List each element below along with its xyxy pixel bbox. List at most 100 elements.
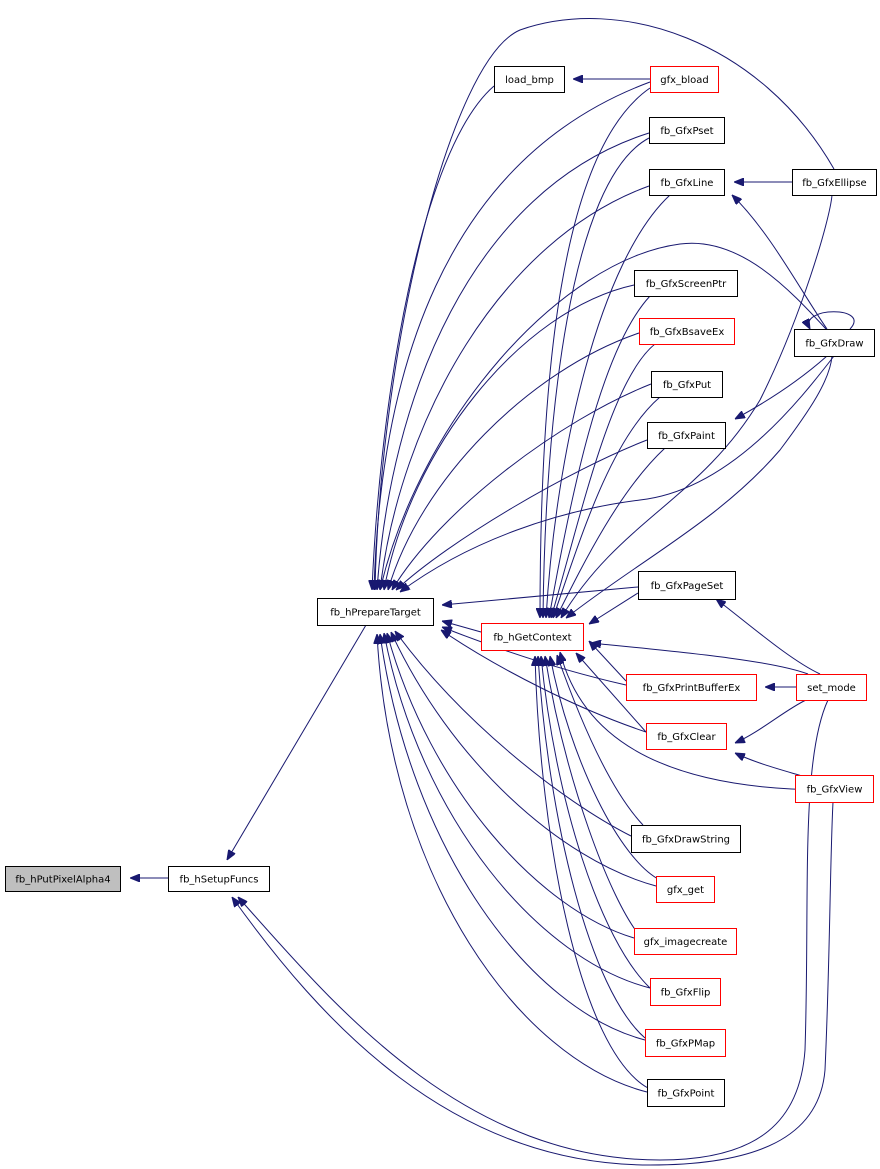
edge-pset-getcontext-line (543, 137, 650, 618)
edge-screenptr-getcontext-line (549, 295, 651, 618)
edge-pageset-getcontext (589, 592, 639, 624)
edge-paint-getcontext (556, 447, 666, 618)
edge-point-preparetarget-line (377, 634, 648, 1093)
edge-flip-getcontext (541, 656, 651, 989)
node-point[interactable]: fb_GfxPoint (647, 1079, 725, 1107)
node-clear[interactable]: fb_GfxClear (646, 723, 727, 750)
edge-paint-preparetarget (396, 439, 648, 590)
edge-imagecreate-getcontext (545, 656, 641, 937)
edge-draw-line (732, 195, 828, 330)
node-pmap-box (645, 1029, 726, 1057)
node-drawstring-label: fb_GfxDrawString (642, 835, 730, 846)
edge-printbufferex-preparetarget-line (442, 627, 627, 686)
node-point-box (647, 1079, 725, 1107)
edge-gfxget-getcontext-line (550, 656, 661, 881)
edge-pset-preparetarget-line (377, 132, 650, 590)
edge-drawstring-preparetarget (395, 631, 632, 837)
node-loadbmp[interactable]: load_bmp (494, 66, 565, 93)
edge-pmap-getcontext-line (538, 656, 646, 1039)
node-imagecreate[interactable]: gfx_imagecreate (634, 928, 737, 955)
edge-gfxget-preparetarget (391, 632, 657, 887)
edge-setmode-getcontext (591, 643, 809, 675)
node-view[interactable]: fb_GfxView (795, 775, 874, 803)
edge-paint-draw (735, 355, 828, 419)
node-layer: fb_hPutPixelAlpha4 fb_hSetupFuncs fb_hPrep… (5, 66, 877, 1107)
node-imagecreate-box (634, 928, 737, 955)
node-drawstring[interactable]: fb_GfxDrawString (631, 825, 741, 853)
edge-pmap-preparetarget-line (380, 634, 646, 1041)
node-loadbmp-label: load_bmp (505, 75, 554, 86)
node-setmode[interactable]: set_mode (796, 674, 867, 701)
node-pmap[interactable]: fb_GfxPMap (645, 1029, 726, 1057)
edge-clear-preparetarget-line (441, 630, 647, 733)
edge-gfxbload-preparetarget (374, 81, 651, 590)
edge-paint-preparetarget-line (396, 439, 648, 590)
edge-setmode-clear (735, 699, 807, 743)
node-preparetarget[interactable]: fb_hPrepareTarget (317, 598, 434, 626)
node-putpixel-box (5, 866, 121, 892)
edge-loadbmp-preparetarget (372, 85, 495, 590)
edge-setupfuncs-setmode-line (238, 699, 829, 1161)
node-flip-box (650, 978, 721, 1006)
edge-screenptr-getcontext (549, 295, 651, 618)
edge-draw-getcontext-line (566, 355, 833, 618)
edge-paint-getcontext-line (556, 447, 666, 618)
node-gfxget[interactable]: gfx_get (656, 876, 715, 903)
node-screenptr[interactable]: fb_GfxScreenPtr (634, 270, 738, 297)
edge-draw-draw (809, 311, 855, 329)
node-printbufferex[interactable]: fb_GfxPrintBufferEx (626, 674, 757, 701)
edge-view-getcontext-line (560, 652, 831, 791)
node-putpixel: fb_hPutPixelAlpha4 (5, 866, 121, 892)
node-pset-label: fb_GfxPset (660, 126, 713, 137)
edge-loadbmp-preparetarget-line (372, 85, 495, 590)
node-bsaveex[interactable]: fb_GfxBsaveEx (639, 318, 735, 345)
edge-imagecreate-preparetarget (387, 633, 635, 939)
edge-bsaveex-preparetarget-line (388, 332, 640, 590)
edge-getcontext-preparetarget (442, 621, 482, 633)
node-getcontext-label: fb_hGetContext (493, 633, 571, 644)
edge-drawstring-getcontext-line (557, 655, 644, 826)
edge-preparetarget-setupfuncs (227, 624, 367, 860)
edge-printbufferex-getcontext-line (589, 641, 627, 682)
edge-point-getcontext (535, 656, 649, 1089)
edge-screenptr-preparetarget (384, 284, 635, 590)
node-bsaveex-label: fb_GfxBsaveEx (650, 327, 725, 338)
edge-pmap-getcontext (538, 656, 646, 1039)
node-paint[interactable]: fb_GfxPaint (647, 422, 726, 449)
node-draw[interactable]: fb_GfxDraw (794, 329, 875, 357)
node-pset[interactable]: fb_GfxPset (649, 117, 725, 144)
edge-line-preparetarget-line (380, 185, 650, 590)
node-pset-box (649, 117, 725, 144)
edge-put-getcontext (553, 396, 661, 618)
edge-ellipse-preparetarget (375, 18, 835, 590)
node-preparetarget-box (317, 598, 434, 626)
node-screenptr-box (634, 270, 738, 297)
edge-put-getcontext-line (553, 396, 661, 618)
node-ellipse[interactable]: fb_GfxEllipse (792, 169, 877, 196)
edge-flip-preparetarget-line (384, 633, 651, 989)
edge-pmap-preparetarget (380, 634, 646, 1041)
node-line[interactable]: fb_GfxLine (649, 169, 725, 196)
node-put[interactable]: fb_GfxPut (651, 371, 723, 398)
edge-layer (130, 18, 855, 1166)
node-flip[interactable]: fb_GfxFlip (650, 978, 721, 1006)
node-pageset[interactable]: fb_GfxPageSet (638, 571, 736, 600)
node-pmap-label: fb_GfxPMap (656, 1039, 715, 1050)
node-paint-box (647, 422, 726, 449)
node-paint-label: fb_GfxPaint (658, 431, 715, 442)
edge-put-preparetarget (392, 383, 652, 590)
edge-point-getcontext-line (535, 656, 649, 1089)
edge-setmode-pageset (716, 599, 821, 675)
edge-gfxbload-preparetarget-line (374, 81, 651, 590)
edge-setmode-clear-line (735, 699, 807, 743)
edge-pageset-preparetarget-line (442, 586, 639, 605)
edge-clear-getcontext-line (576, 653, 647, 733)
node-printbufferex-label: fb_GfxPrintBufferEx (643, 683, 741, 694)
node-ellipse-label: fb_GfxEllipse (802, 178, 866, 189)
edge-pageset-getcontext-line (589, 592, 639, 624)
node-getcontext[interactable]: fb_hGetContext (481, 623, 584, 651)
node-setupfuncs[interactable]: fb_hSetupFuncs (168, 866, 270, 892)
edge-view-getcontext (560, 652, 831, 791)
node-gfxbload[interactable]: gfx_bload (650, 66, 719, 93)
edge-gfxbload-getcontext (540, 87, 651, 618)
